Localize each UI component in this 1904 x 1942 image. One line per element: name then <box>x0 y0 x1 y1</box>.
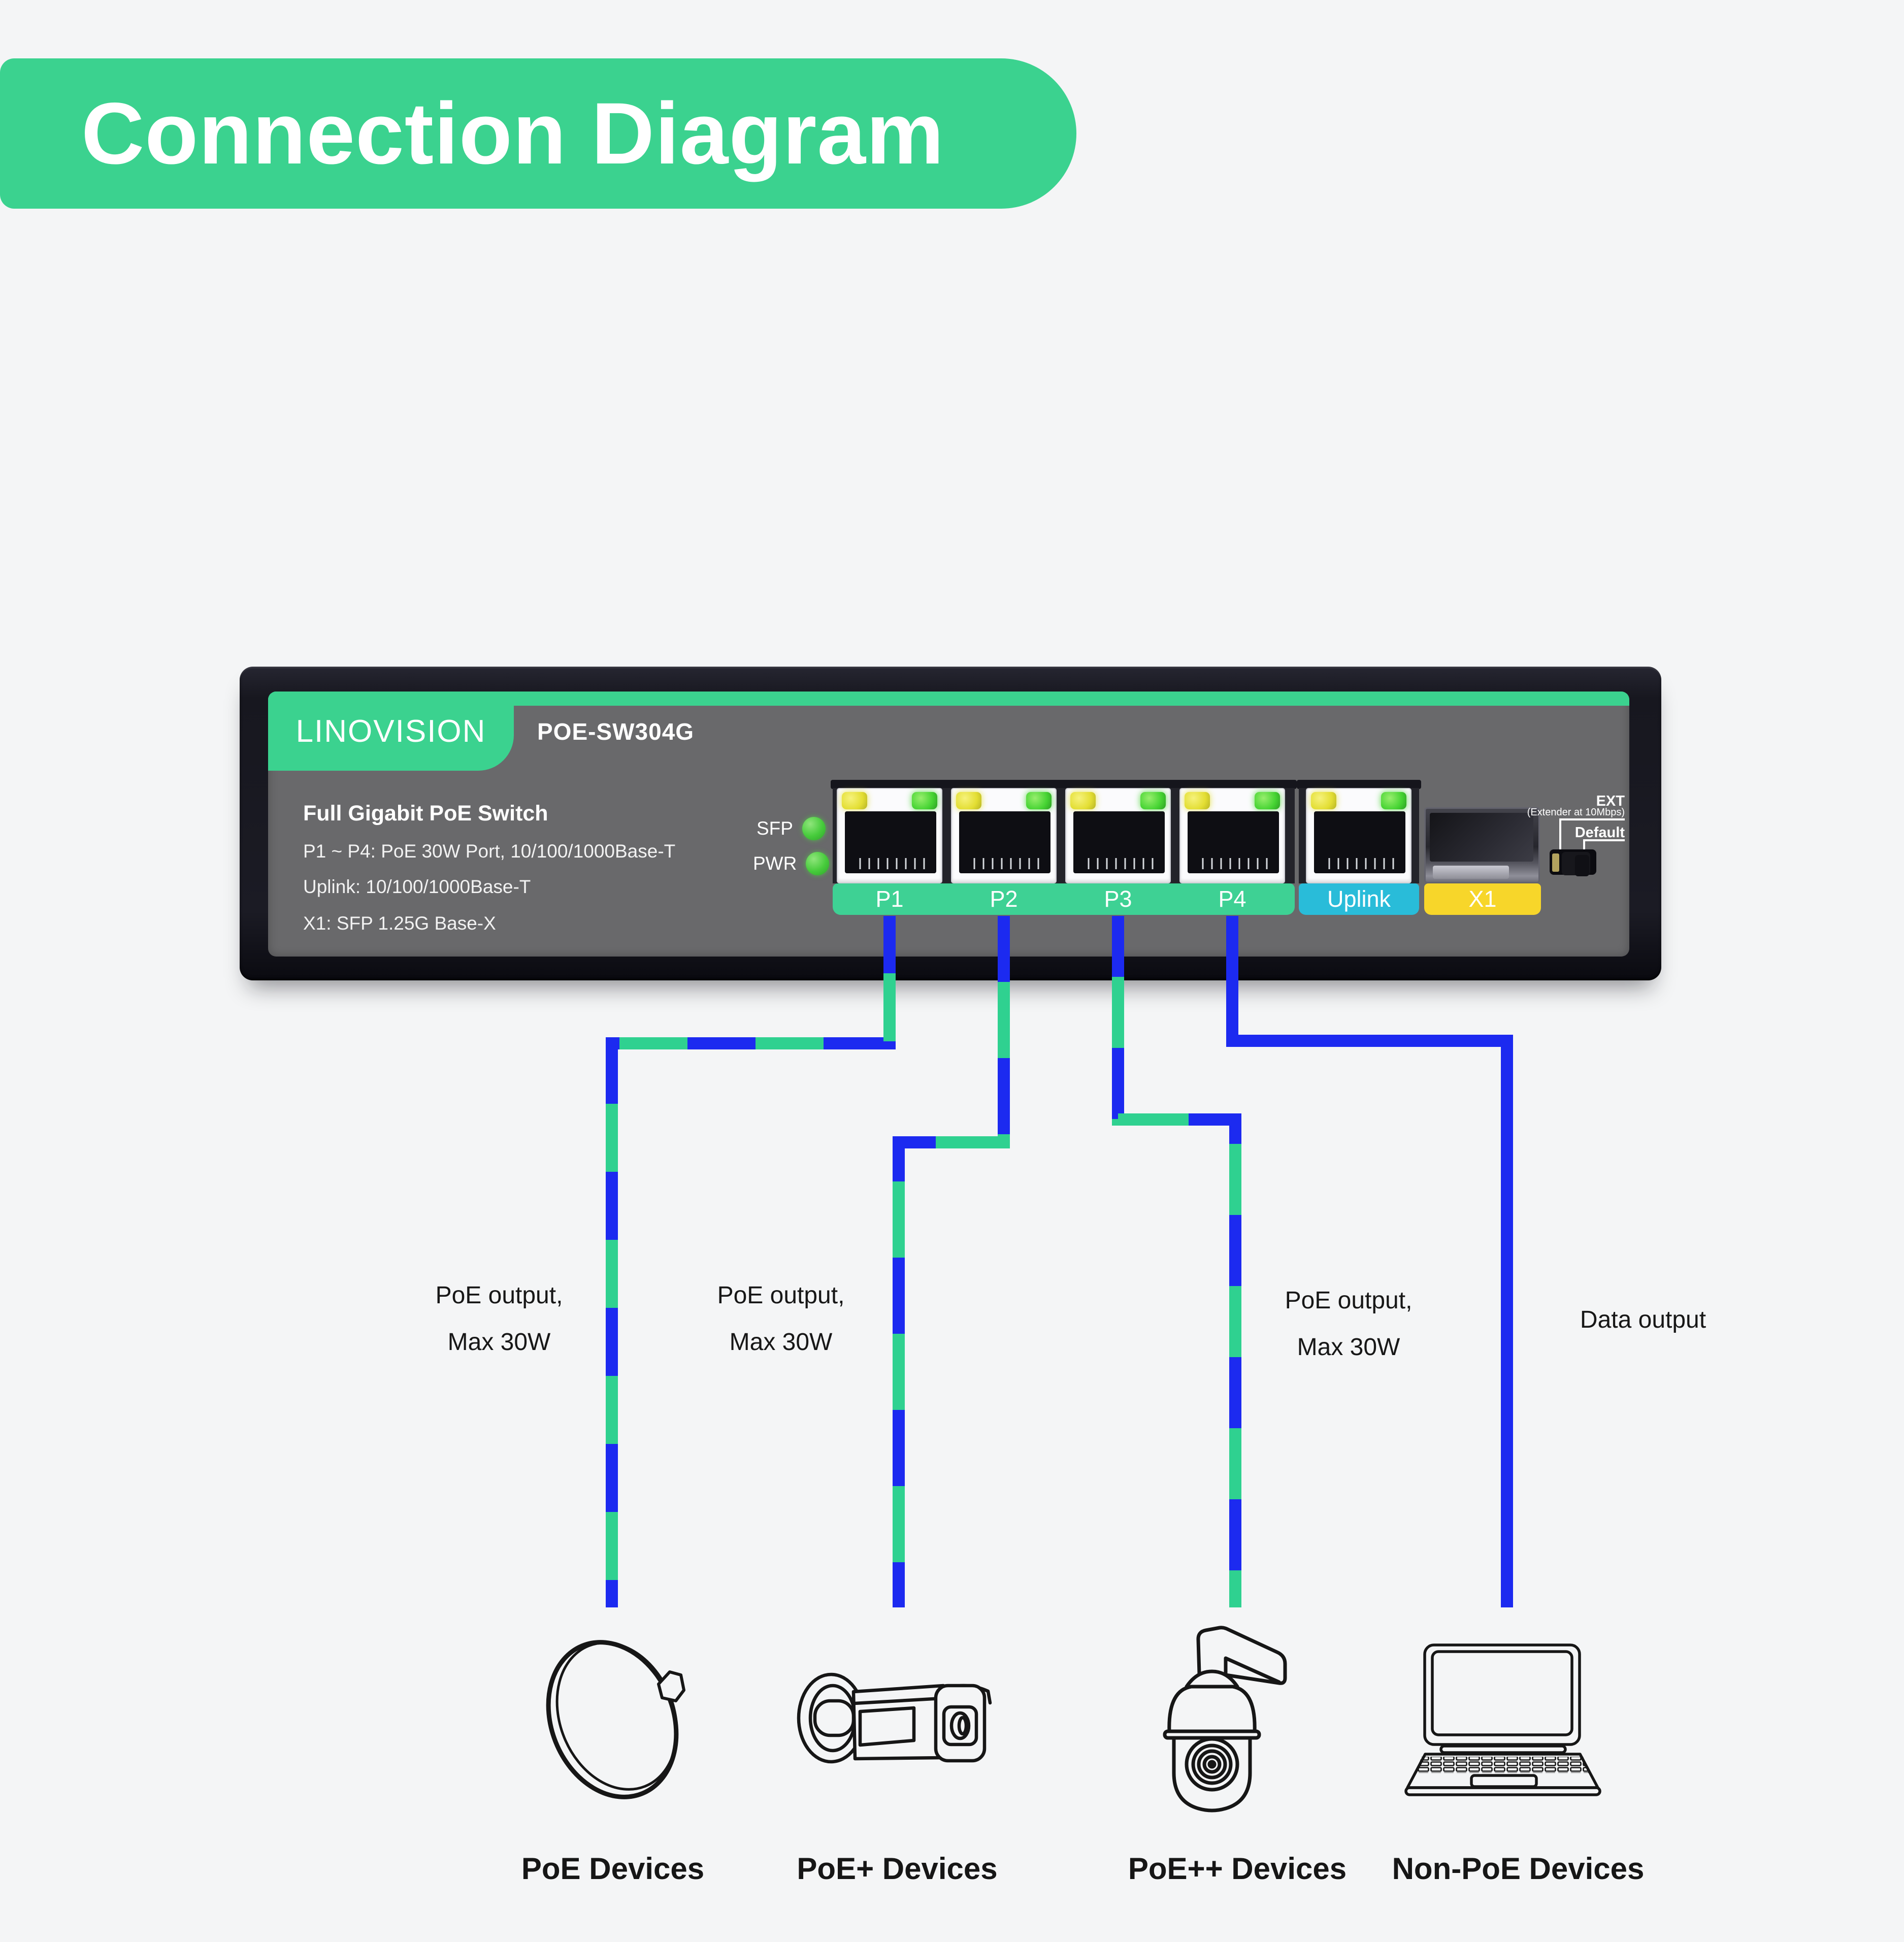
rj45-port-p3 <box>1065 788 1171 883</box>
port-label-p2: P2 <box>990 886 1018 912</box>
cable-p2-poe <box>893 916 1010 1607</box>
page-title: Connection Diagram <box>81 85 944 182</box>
device-label-poe-plus-plus: PoE++ Devices <box>1128 1852 1347 1886</box>
rj45-jack-icon <box>1188 811 1279 873</box>
rj45-jack-icon <box>845 811 936 873</box>
poe-port-label-bar: P1 P2 P3 P4 <box>833 883 1295 915</box>
dip-switch <box>1550 849 1596 876</box>
port-led-green-icon <box>1255 792 1280 809</box>
port-led-green-icon <box>1026 792 1052 809</box>
device-label-poe: PoE Devices <box>521 1852 705 1886</box>
port-label-p4: P4 <box>1218 886 1246 912</box>
rj45-jack-icon <box>1073 811 1165 873</box>
port-led-green-icon <box>1140 792 1166 809</box>
pwr-led-label: PWR <box>753 853 797 874</box>
sfp-status-led-row: SFP <box>757 817 826 840</box>
port-led-green-icon <box>912 792 937 809</box>
pwr-status-led-row: PWR <box>753 852 830 875</box>
port-label-p3: P3 <box>1104 886 1132 912</box>
port-housing-edge <box>1297 780 1421 789</box>
uplink-label-bar: Uplink <box>1299 883 1419 915</box>
rj45-port-p1 <box>837 788 942 883</box>
sfp-cage-x1 <box>1424 807 1540 883</box>
device-label-poe-plus: PoE+ Devices <box>797 1852 998 1886</box>
sfp-label-bar: X1 <box>1424 883 1541 915</box>
cable-label-p2: PoE output, Max 30W <box>717 1282 845 1356</box>
sfp-slot-opening <box>1430 813 1533 862</box>
cable-p1-poe <box>606 916 896 1607</box>
rj45-port-p4 <box>1179 788 1285 883</box>
rj45-port-uplink <box>1306 788 1411 883</box>
product-title: Full Gigabit PoE Switch <box>303 801 548 826</box>
cable-p3-poe <box>1112 916 1241 1607</box>
dish-antenna-icon <box>546 1640 685 1799</box>
port-led-green-icon <box>1381 792 1406 809</box>
ptz-camera-icon <box>1163 1626 1287 1813</box>
port-led-yellow-icon <box>842 792 867 809</box>
device-label-non-poe: Non-PoE Devices <box>1392 1852 1645 1886</box>
port-led-yellow-icon <box>1185 792 1210 809</box>
laptop-icon <box>1404 1643 1601 1796</box>
rj45-port-p2 <box>951 788 1057 883</box>
brand-logo-tab: LINOVISION <box>268 692 514 771</box>
port-led-yellow-icon <box>1311 792 1336 809</box>
green-led-icon <box>802 817 826 840</box>
spec-line-ports: P1 ~ P4: PoE 30W Port, 10/100/1000Base-T <box>303 841 676 862</box>
port-led-yellow-icon <box>956 792 981 809</box>
green-led-icon <box>806 852 830 875</box>
port-housing-edge <box>831 780 1297 789</box>
ext-callout-lines <box>1559 818 1625 851</box>
cable-p4-data <box>1226 916 1513 1607</box>
ext-default-label: Default <box>1574 825 1625 841</box>
ext-switch-sublabel: (Extender at 10Mbps) <box>1527 807 1625 818</box>
poe-port-group <box>833 788 1295 883</box>
sfp-latch <box>1433 866 1509 879</box>
brand-logo: LINOVISION <box>296 713 486 749</box>
port-label-x1: X1 <box>1468 886 1497 912</box>
rj45-jack-icon <box>1314 811 1405 873</box>
ext-switch-label: EXT <box>1596 793 1625 809</box>
uplink-port-group <box>1299 788 1419 883</box>
port-label-p1: P1 <box>875 886 904 912</box>
bullet-camera-icon <box>797 1672 992 1764</box>
cable-label-p1: PoE output, Max 30W <box>435 1282 563 1356</box>
spec-line-uplink: Uplink: 10/100/1000Base-T <box>303 876 531 897</box>
cable-label-data: Data output <box>1580 1306 1706 1333</box>
port-led-yellow-icon <box>1070 792 1096 809</box>
page-title-banner: Connection Diagram <box>0 58 1076 209</box>
cable-label-p3: PoE output, Max 30W <box>1285 1287 1413 1361</box>
model-number: POE-SW304G <box>537 718 695 745</box>
port-label-uplink: Uplink <box>1327 886 1391 912</box>
spec-line-sfp: X1: SFP 1.25G Base-X <box>303 913 496 934</box>
sfp-led-label: SFP <box>757 818 793 839</box>
rj45-jack-icon <box>959 811 1051 873</box>
